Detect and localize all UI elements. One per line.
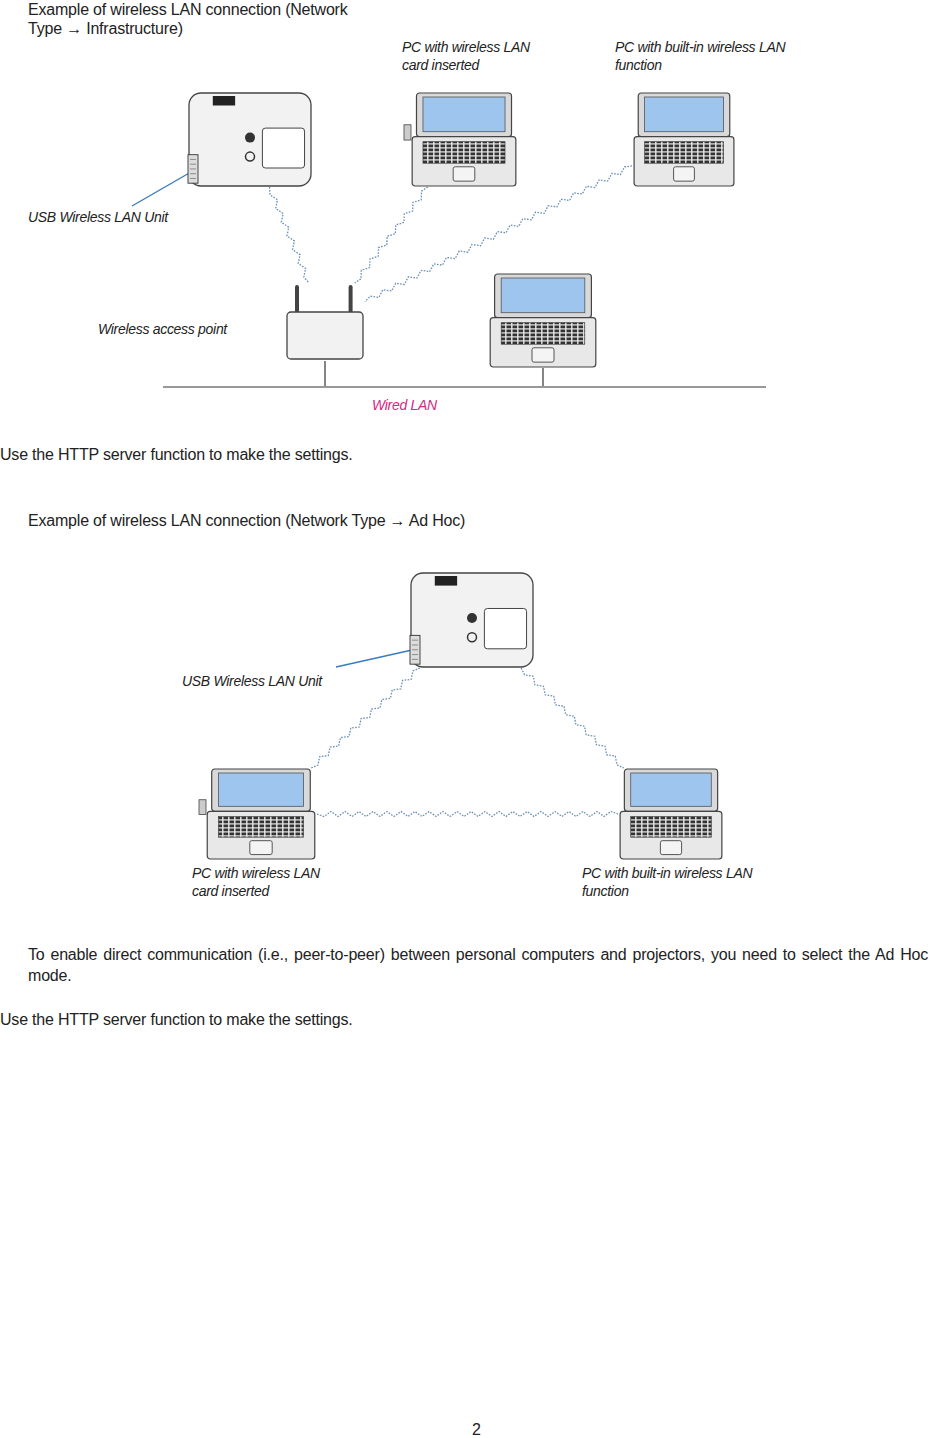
proj-device: USB Wireless LAN Unit <box>410 572 534 668</box>
projector-body <box>411 573 533 667</box>
laptop-lid <box>495 274 592 318</box>
laptop-device: PC with wireless LAN card inserted <box>410 92 518 187</box>
projector-body <box>189 93 311 186</box>
wireless-link <box>355 187 428 283</box>
lens-panel <box>262 128 304 168</box>
laptop-device: PC with wireless LAN card inserted <box>205 768 317 860</box>
wired-link <box>542 368 543 386</box>
access-point-box <box>287 312 363 359</box>
wireless-link <box>521 668 624 768</box>
laptop-base <box>634 137 734 186</box>
wireless-link <box>270 187 309 283</box>
laptop-drawing <box>410 92 518 187</box>
device-caption: PC with built-in wireless LAN function <box>582 864 767 900</box>
laptop-base <box>207 811 315 859</box>
proj-device: USB Wireless LAN Unit <box>188 92 312 187</box>
icon <box>467 613 477 623</box>
bus-drawing <box>163 386 766 388</box>
proj-drawing <box>410 572 534 668</box>
leader-line <box>336 650 412 667</box>
page-number: 2 <box>472 1420 492 1438</box>
ap-drawing <box>285 283 365 361</box>
wireless-link <box>311 668 420 768</box>
laptop-device: PC with built-in wireless LAN function <box>632 92 736 187</box>
keyboard <box>501 323 585 345</box>
laptop-screen <box>218 773 303 806</box>
laptop-device <box>488 273 598 368</box>
usb-wireless-unit <box>410 635 420 664</box>
laptop-screen <box>501 278 585 313</box>
laptop-screen <box>423 97 505 132</box>
antenna <box>295 285 299 313</box>
laptop-device: PC with built-in wireless LAN function <box>618 768 724 860</box>
keyboard <box>644 142 723 164</box>
laptop-drawing <box>205 768 317 860</box>
touchpad <box>660 841 681 855</box>
body-text: Use the HTTP server function to make the… <box>0 1010 600 1030</box>
laptop-lid <box>416 93 511 137</box>
vent <box>435 576 457 586</box>
device-caption: Wired LAN <box>372 396 482 414</box>
wireless-card <box>404 125 411 140</box>
bus-device: Wired LAN <box>163 386 766 388</box>
body-text: To enable direct communication (i.e., pe… <box>28 944 928 986</box>
laptop-lid <box>638 93 730 137</box>
laptop-drawing <box>618 768 724 860</box>
device-caption: USB Wireless LAN Unit <box>182 672 367 690</box>
icon <box>468 633 477 642</box>
touchpad <box>674 167 695 181</box>
keyboard <box>218 816 303 837</box>
body-text: Use the HTTP server function to make the… <box>0 445 600 465</box>
touchpad <box>532 348 554 362</box>
laptop-drawing <box>632 92 736 187</box>
laptop-lid <box>212 769 311 811</box>
section-heading: Example of wireless LAN connection (Netw… <box>28 0 348 38</box>
laptop-base <box>412 137 516 186</box>
keyboard <box>631 816 712 837</box>
ap-device: Wireless access point <box>285 283 365 361</box>
device-caption: PC with wireless LAN card inserted <box>192 864 322 900</box>
laptop-base <box>620 811 722 859</box>
laptop-screen <box>644 97 723 132</box>
section-heading: Example of wireless LAN connection (Netw… <box>28 511 628 531</box>
laptop-screen <box>631 773 712 806</box>
laptop-base <box>490 318 596 367</box>
vent <box>213 96 235 106</box>
wired-link <box>324 361 325 386</box>
touchpad <box>453 167 475 181</box>
laptop-lid <box>624 769 717 811</box>
wireless-link <box>317 812 618 817</box>
lan-bus <box>163 386 766 387</box>
leader-line <box>132 172 191 206</box>
device-caption: PC with built-in wireless LAN function <box>615 38 800 74</box>
device-caption: PC with wireless LAN card inserted <box>402 38 532 74</box>
lens-panel <box>484 608 526 648</box>
touchpad <box>250 841 272 855</box>
device-caption: USB Wireless LAN Unit <box>28 208 213 226</box>
keyboard <box>423 142 505 164</box>
proj-drawing <box>188 92 312 187</box>
usb-wireless-unit <box>188 155 198 184</box>
wireless-card <box>199 800 206 815</box>
laptop-drawing <box>488 273 598 368</box>
icon <box>246 152 255 161</box>
device-caption: Wireless access point <box>98 320 278 338</box>
icon <box>245 133 255 143</box>
antenna <box>349 285 353 313</box>
